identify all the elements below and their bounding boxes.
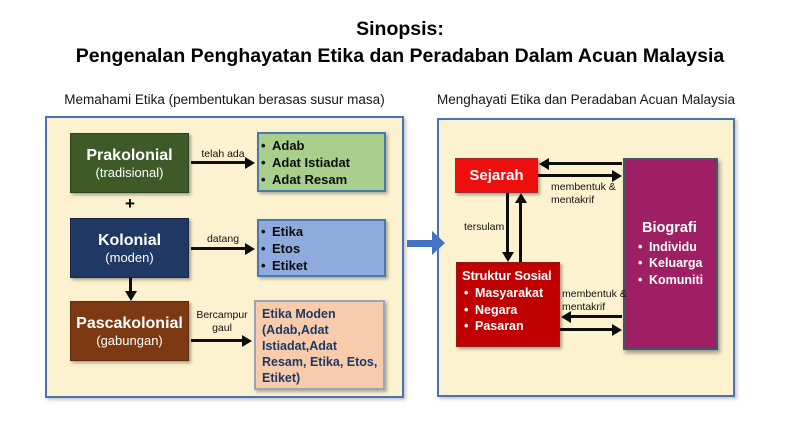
arrow-biografi-to-struktur (570, 315, 622, 318)
label-line1: membentuk & (551, 181, 616, 193)
slide-title: Sinopsis: Pengenalan Penghayatan Etika d… (0, 16, 800, 70)
struktur-sosial-box: Struktur Sosial Masyarakat Negara Pasara… (456, 262, 560, 347)
list-item: Etika (259, 223, 307, 240)
prakolonial-items-list: Adab Adat Istiadat Adat Resam (259, 137, 350, 188)
kolonial-items-list: Etika Etos Etiket (259, 223, 307, 274)
kolonial-items-box: Etika Etos Etiket (257, 219, 386, 277)
arrow-struktur-to-sejarah (519, 202, 522, 262)
list-item: Adat Istiadat (259, 154, 350, 171)
left-panel-header: Memahami Etika (pembentukan berasas susu… (64, 92, 385, 107)
prakolonial-subtitle: (tradisional) (95, 164, 164, 180)
arrow-label-tersulam: tersulam (464, 221, 505, 233)
kolonial-box: Kolonial (moden) (70, 218, 189, 278)
arrow-label-bercampur-gaul: Bercampur gaul (196, 309, 248, 334)
arrow-sejarah-to-struktur (506, 193, 509, 253)
biografi-list: Individu Keluarga Komuniti (636, 239, 716, 289)
arrow-label-telah-ada: telah ada (201, 148, 245, 160)
prakolonial-box: Prakolonial (tradisional) (70, 133, 189, 193)
arrow-prakolonial-to-items (191, 161, 246, 164)
arrow-kolonial-to-pascakolonial (129, 278, 132, 292)
right-panel-header: Menghayati Etika dan Peradaban Acuan Mal… (437, 92, 735, 107)
kolonial-subtitle: (moden) (105, 249, 154, 265)
list-item: Individu (636, 239, 716, 256)
flow-arrow-head-icon (432, 231, 445, 255)
kolonial-title: Kolonial (97, 231, 162, 249)
arrow-label-membentuk-bottom: membentuk & mentakrif (562, 288, 632, 313)
list-item: Etiket (259, 257, 307, 274)
title-line2: Pengenalan Penghayatan Etika dan Peradab… (75, 45, 725, 67)
label-line2: mentakrif (562, 300, 606, 313)
list-item: Masyarakat (462, 285, 557, 302)
plus-sign: + (125, 194, 135, 213)
arrow-label-datang: datang (206, 233, 240, 245)
biografi-title: Biografi (642, 219, 697, 236)
arrow-struktur-to-biografi (560, 328, 613, 331)
arrow-label-membentuk-top: membentuk & mentakrif (551, 181, 621, 206)
struktur-sosial-list: Masyarakat Negara Pasaran (462, 285, 557, 335)
biografi-box: Biografi Individu Keluarga Komuniti (623, 158, 718, 350)
struktur-sosial-title: Struktur Sosial (462, 268, 552, 283)
pascakolonial-result-box: Etika Moden (Adab,Adat Istiadat,Adat Res… (254, 300, 385, 390)
list-item: Keluarga (636, 255, 716, 272)
flow-arrow-shaft (407, 240, 433, 247)
list-item: Adab (259, 137, 350, 154)
pascakolonial-subtitle: (gabungan) (96, 332, 163, 348)
sejarah-box: Sejarah (455, 158, 538, 193)
prakolonial-items-box: Adab Adat Istiadat Adat Resam (257, 132, 386, 192)
list-item: Adat Resam (259, 171, 350, 188)
list-item: Pasaran (462, 318, 557, 335)
arrow-kolonial-to-items (191, 247, 246, 250)
prakolonial-title: Prakolonial (86, 146, 173, 164)
label-line1: membentuk & (562, 288, 627, 300)
title-line1: Sinopsis: (356, 18, 444, 40)
pascakolonial-box: Pascakolonial (gabungan) (70, 301, 189, 361)
list-item: Negara (462, 302, 557, 319)
arrow-pascakolonial-to-result (191, 339, 243, 342)
pascakolonial-title: Pascakolonial (76, 314, 183, 332)
arrow-sejarah-to-biografi (538, 174, 613, 177)
label-line2: mentakrif (551, 193, 595, 206)
list-item: Etos (259, 240, 307, 257)
list-item: Komuniti (636, 272, 716, 289)
arrow-biografi-to-sejarah (548, 162, 622, 165)
